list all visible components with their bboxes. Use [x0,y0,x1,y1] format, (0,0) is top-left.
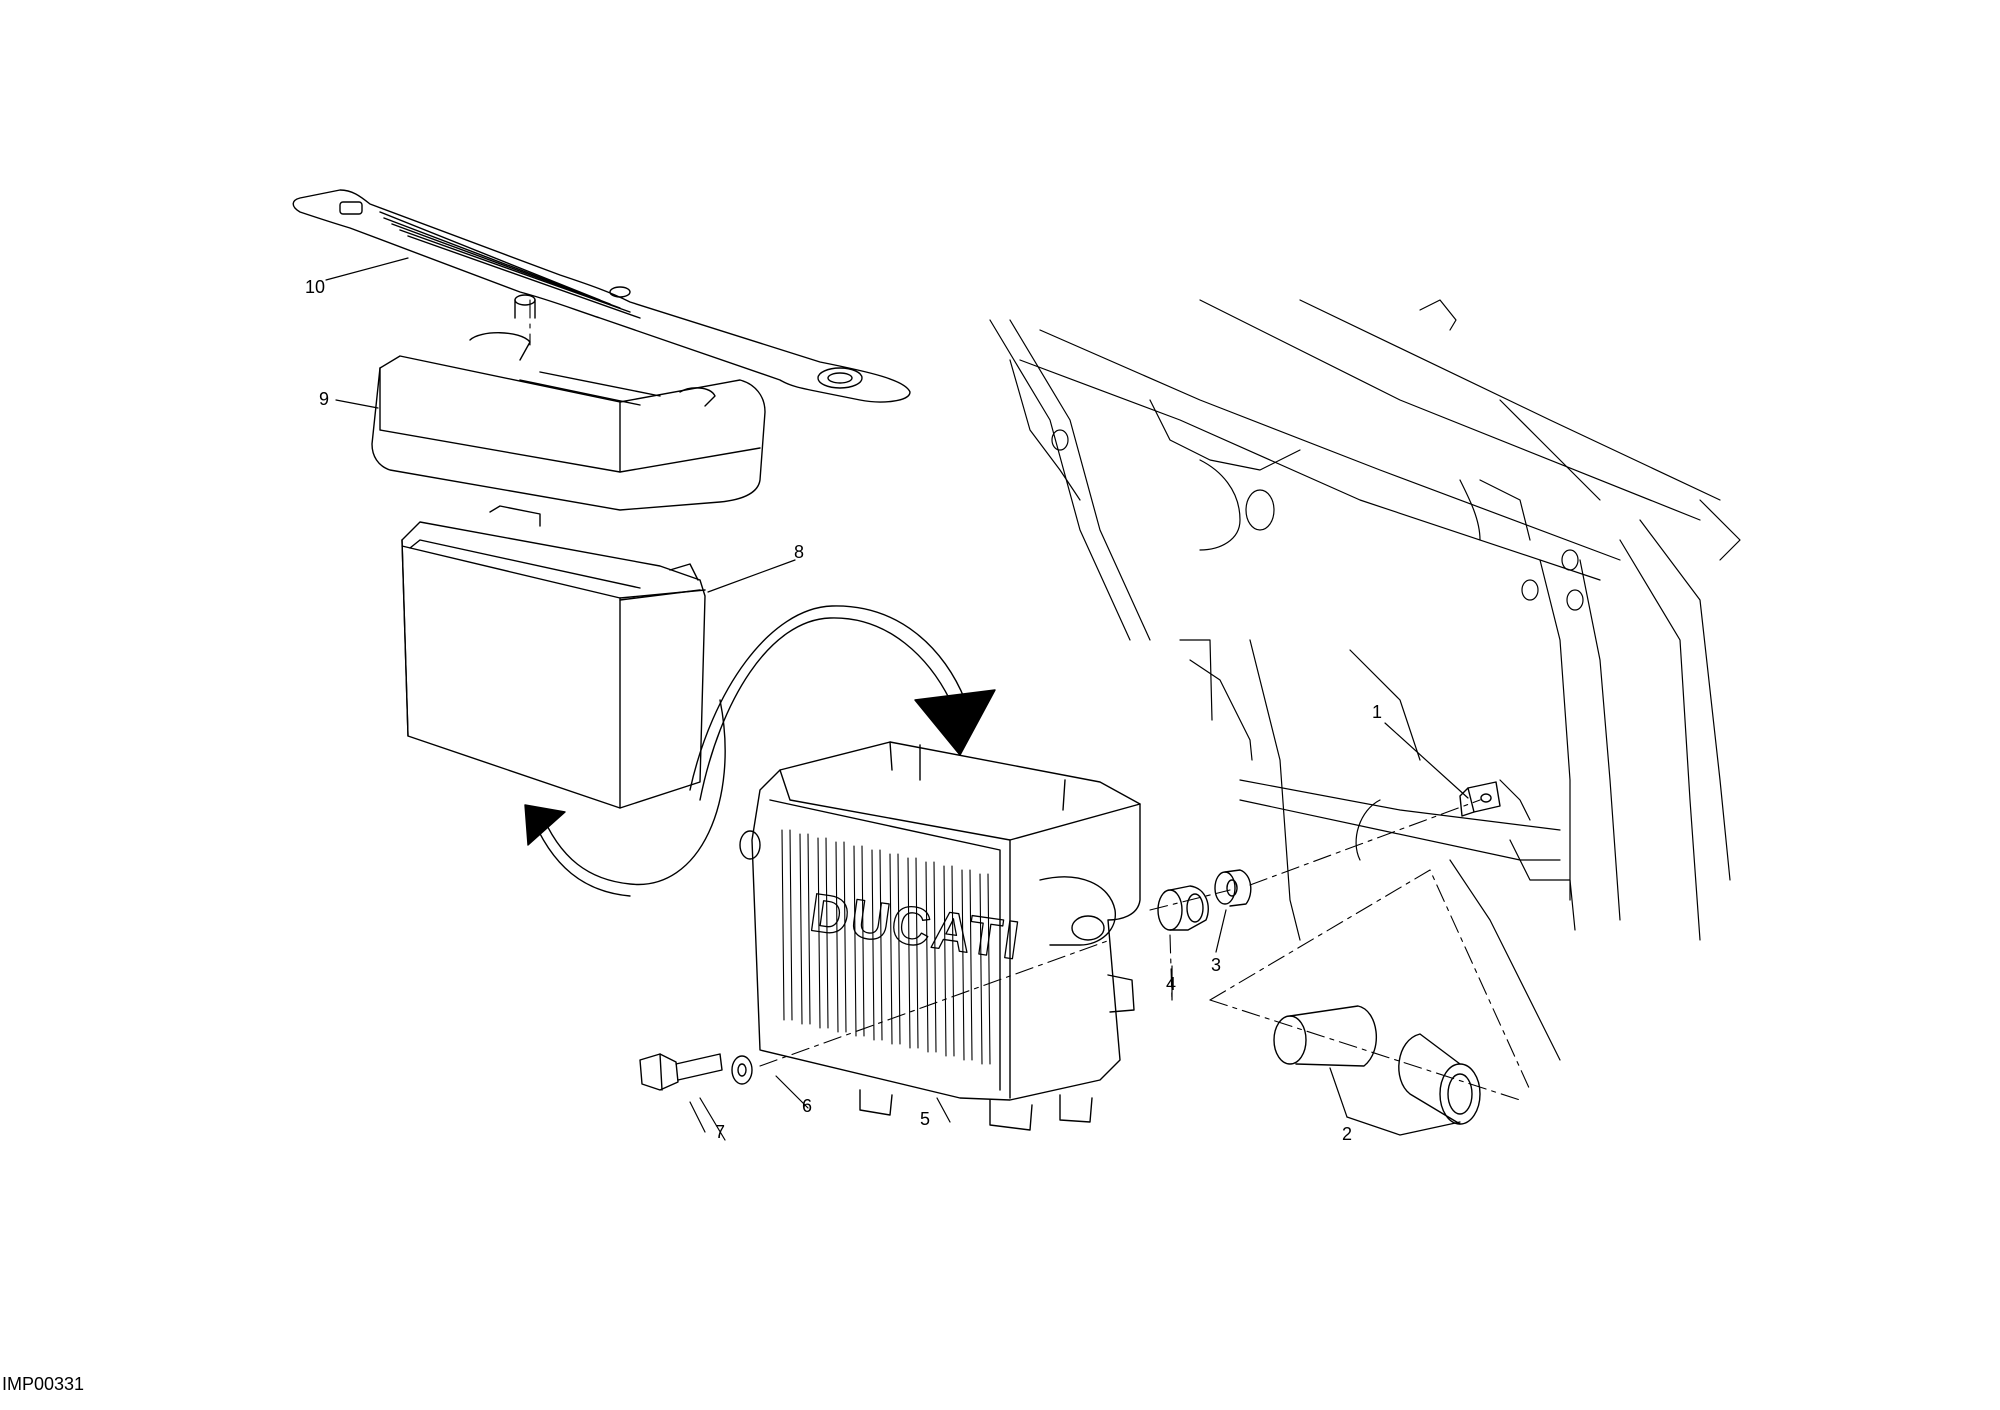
alignment-lines [529,299,1531,1101]
callout-part-10: 10 [304,277,326,297]
clip-part-1 [1459,781,1501,817]
callout-part-9: 9 [318,389,330,409]
battery-case-part-5: DUCATI [739,741,1141,1131]
battery-cover-part-9 [371,286,766,511]
case-grille [781,829,991,1065]
callout-part-6: 6 [801,1096,813,1116]
battery-part-8 [401,505,706,809]
callout-part-7: 7 [714,1122,726,1142]
battery-strap-part-10 [292,189,911,403]
bolt-part-7 [639,1053,723,1091]
callout-part-8: 8 [793,542,805,562]
diagram-reference-code: IMP00331 [2,1374,85,1394]
transfer-arrow-down [689,605,996,801]
leader-lines [325,257,1469,1141]
bush-part-3 [1214,869,1252,907]
callout-part-5: 5 [919,1109,931,1129]
washer-part-6 [731,1055,753,1085]
callout-part-4: 4 [1165,974,1177,994]
callout-part-2: 2 [1341,1124,1353,1144]
case-brand-lettering: DUCATI [806,882,1024,971]
callout-part-3: 3 [1210,955,1222,975]
frame-outline [989,299,1741,1061]
transfer-arrow-up [524,699,726,897]
callout-part-1: 1 [1371,702,1383,722]
spacers-part-2 [1273,1005,1481,1125]
grommet-part-4 [1157,885,1209,931]
